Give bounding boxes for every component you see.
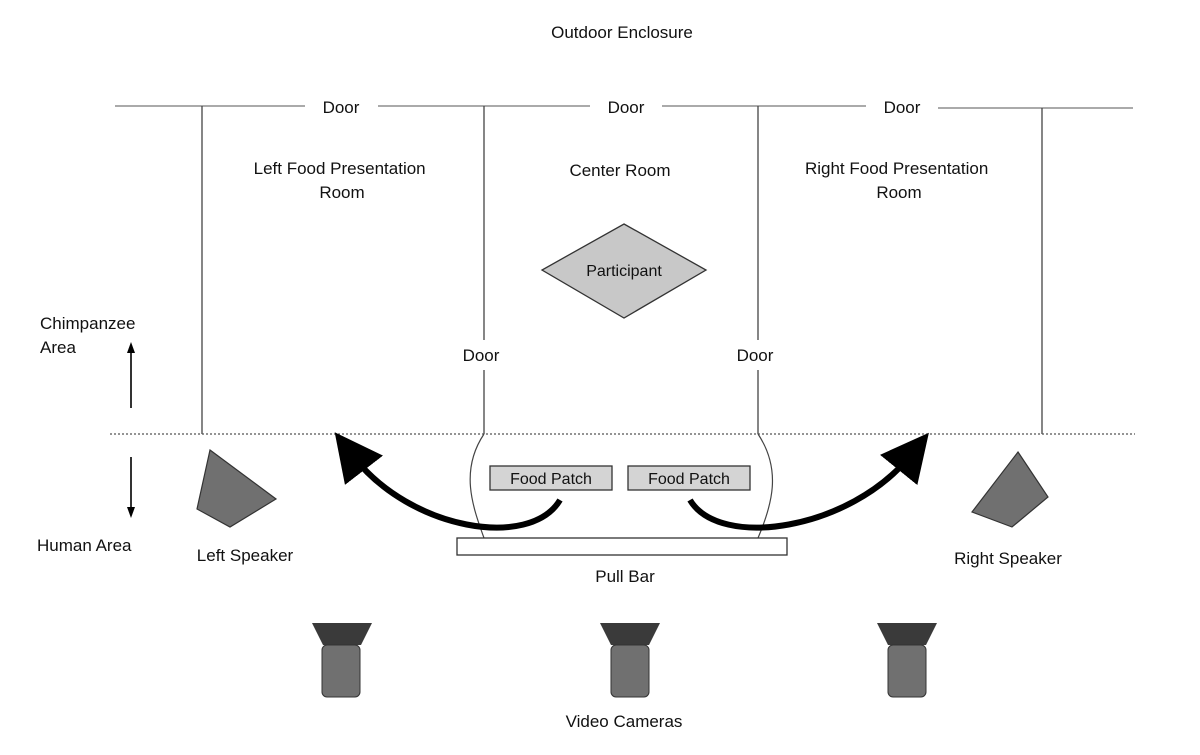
left-speaker-label: Left Speaker (197, 546, 294, 565)
chimpanzee-area-line2: Area (40, 338, 76, 357)
room-walls (201, 106, 1043, 434)
right-room-label-line2: Room (876, 183, 921, 202)
up-arrow-icon (127, 342, 135, 408)
center-room-label: Center Room (569, 161, 670, 180)
right-speaker-icon (971, 450, 1049, 528)
pull-bar-label: Pull Bar (595, 567, 655, 586)
left-room-label-line2: Room (319, 183, 364, 202)
participant-diamond (540, 223, 708, 319)
right-speaker-label: Right Speaker (954, 549, 1062, 568)
right-room-label: Right Food Presentation Room (805, 159, 993, 202)
food-patch-left (489, 465, 613, 491)
left-curved-arrow-icon (334, 432, 563, 531)
door-top-left: Door (323, 98, 360, 117)
chimpanzee-area-line1: Chimpanzee (40, 314, 135, 333)
left-room-label: Left Food Presentation Room (254, 159, 431, 202)
video-cameras-label: Video Cameras (566, 712, 683, 731)
food-patch-right (627, 465, 751, 491)
door-top-right: Door (884, 98, 921, 117)
food-patch-left-label: Food Patch (510, 471, 592, 488)
food-patch-right-label: Food Patch (648, 471, 730, 488)
video-camera-left-icon (312, 623, 372, 698)
right-room-label-line1: Right Food Presentation (805, 159, 988, 178)
chimpanzee-area-label: Chimpanzee Area (40, 314, 140, 357)
video-camera-center-icon (600, 623, 660, 698)
diagram-title: Outdoor Enclosure (551, 23, 693, 42)
down-arrow-icon (127, 457, 135, 518)
door-inner-left: Door (463, 346, 500, 365)
door-inner-right: Door (737, 346, 774, 365)
left-room-label-line1: Left Food Presentation (254, 159, 426, 178)
video-camera-right-icon (877, 623, 937, 698)
right-curved-arrow-icon (687, 432, 929, 531)
pull-bar (456, 537, 788, 556)
human-area-label: Human Area (37, 536, 132, 555)
participant-label: Participant (586, 263, 662, 280)
door-top-center: Door (608, 98, 645, 117)
top-wall (115, 105, 1133, 109)
left-speaker-icon (196, 448, 278, 528)
